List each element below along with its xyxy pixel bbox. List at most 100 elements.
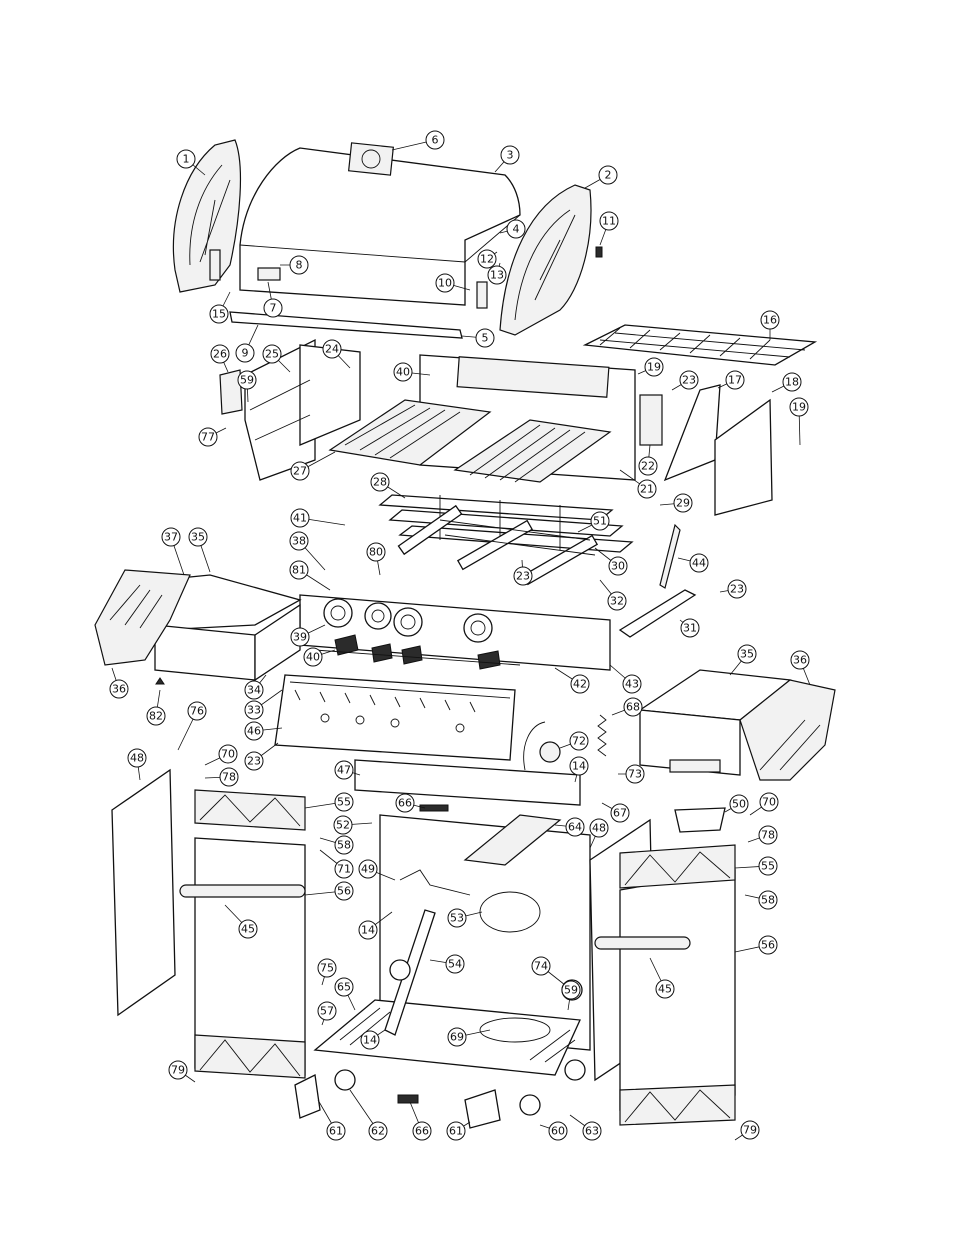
callout-70: 70 — [760, 793, 778, 811]
callout-number: 28 — [373, 476, 387, 489]
callout-number: 74 — [534, 960, 548, 973]
callout-number: 49 — [361, 863, 375, 876]
callout-42: 42 — [571, 675, 589, 693]
callout-number: 12 — [480, 253, 494, 266]
callout-5: 5 — [476, 329, 494, 347]
callout-36: 36 — [791, 651, 809, 669]
callout-55: 55 — [335, 793, 353, 811]
front-fascia — [275, 675, 515, 760]
callout-56: 56 — [759, 936, 777, 954]
callout-19: 19 — [790, 398, 808, 416]
callout-number: 59 — [564, 984, 578, 997]
callout-number: 10 — [438, 277, 452, 290]
callout-number: 40 — [396, 366, 410, 379]
callout-55: 55 — [759, 857, 777, 875]
left-side-shelf — [95, 570, 300, 680]
callout-number: 13 — [490, 269, 504, 282]
callout-66: 66 — [396, 794, 414, 812]
callout-number: 23 — [247, 755, 261, 768]
lid-handle — [230, 312, 462, 338]
callout-46: 46 — [245, 722, 263, 740]
callout-69: 69 — [448, 1028, 466, 1046]
callout-73: 73 — [626, 765, 644, 783]
callout-number: 53 — [450, 912, 464, 925]
callout-number: 18 — [785, 376, 799, 389]
firebox-panels — [220, 340, 772, 515]
callout-71: 71 — [335, 860, 353, 878]
callout-67: 67 — [611, 804, 629, 822]
callout-number: 39 — [293, 631, 307, 644]
callout-number: 81 — [292, 564, 306, 577]
callout-32: 32 — [608, 592, 626, 610]
callout-number: 48 — [130, 752, 144, 765]
callout-number: 34 — [247, 684, 261, 697]
callout-number: 31 — [683, 622, 697, 635]
callout-63: 63 — [583, 1122, 601, 1140]
callout-35: 35 — [189, 528, 207, 546]
callout-2: 2 — [599, 166, 617, 184]
callout-number: 46 — [247, 725, 261, 738]
cart-frame — [112, 760, 655, 1128]
callout-6: 6 — [426, 131, 444, 149]
callout-number: 55 — [761, 860, 775, 873]
callout-58: 58 — [759, 891, 777, 909]
callout-38: 38 — [290, 532, 308, 550]
right-side-shelf — [640, 670, 835, 780]
callout-45: 45 — [656, 980, 674, 998]
callout-82: 82 — [147, 707, 165, 725]
callout-number: 6 — [432, 134, 439, 147]
callout-4: 4 — [507, 220, 525, 238]
callout-number: 11 — [602, 215, 616, 228]
callout-40: 40 — [304, 648, 322, 666]
callout-35: 35 — [738, 645, 756, 663]
callout-14: 14 — [361, 1031, 379, 1049]
callout-number: 65 — [337, 981, 351, 994]
callout-52: 52 — [334, 816, 352, 834]
callout-number: 55 — [337, 796, 351, 809]
control-panel — [300, 595, 610, 670]
callout-49: 49 — [359, 860, 377, 878]
callout-23: 23 — [514, 567, 532, 585]
callout-number: 79 — [171, 1064, 185, 1077]
callout-number: 23 — [730, 583, 744, 596]
callout-number: 54 — [448, 958, 462, 971]
callout-number: 72 — [572, 735, 586, 748]
callout-23: 23 — [245, 752, 263, 770]
callout-59: 59 — [562, 981, 580, 999]
callout-number: 23 — [682, 374, 696, 387]
callout-81: 81 — [290, 561, 308, 579]
callout-number: 76 — [190, 705, 204, 718]
callout-number: 22 — [641, 460, 655, 473]
callout-58: 58 — [335, 836, 353, 854]
callout-number: 25 — [265, 348, 279, 361]
callout-number: 80 — [369, 546, 383, 559]
callout-number: 14 — [572, 760, 586, 773]
callout-number: 51 — [593, 515, 607, 528]
callout-number: 15 — [212, 308, 226, 321]
callout-number: 29 — [676, 497, 690, 510]
callout-21: 21 — [638, 480, 656, 498]
callout-50: 50 — [730, 795, 748, 813]
callout-number: 58 — [337, 839, 351, 852]
callout-number: 27 — [293, 465, 307, 478]
callout-54: 54 — [446, 955, 464, 973]
callout-39: 39 — [291, 628, 309, 646]
callout-70: 70 — [219, 745, 237, 763]
callout-number: 35 — [740, 648, 754, 661]
callout-22: 22 — [639, 457, 657, 475]
callout-number: 36 — [793, 654, 807, 667]
callout-14: 14 — [359, 921, 377, 939]
callout-26: 26 — [211, 345, 229, 363]
callout-number: 23 — [516, 570, 530, 583]
callout-number: 7 — [270, 302, 277, 315]
callout-57: 57 — [318, 1002, 336, 1020]
callout-number: 77 — [201, 431, 215, 444]
callout-41: 41 — [291, 509, 309, 527]
callout-number: 8 — [296, 259, 303, 272]
callout-number: 33 — [247, 704, 261, 717]
callout-51: 51 — [591, 512, 609, 530]
callout-number: 48 — [592, 822, 606, 835]
callout-number: 71 — [337, 863, 351, 876]
callout-number: 45 — [241, 923, 255, 936]
callout-61: 61 — [447, 1122, 465, 1140]
